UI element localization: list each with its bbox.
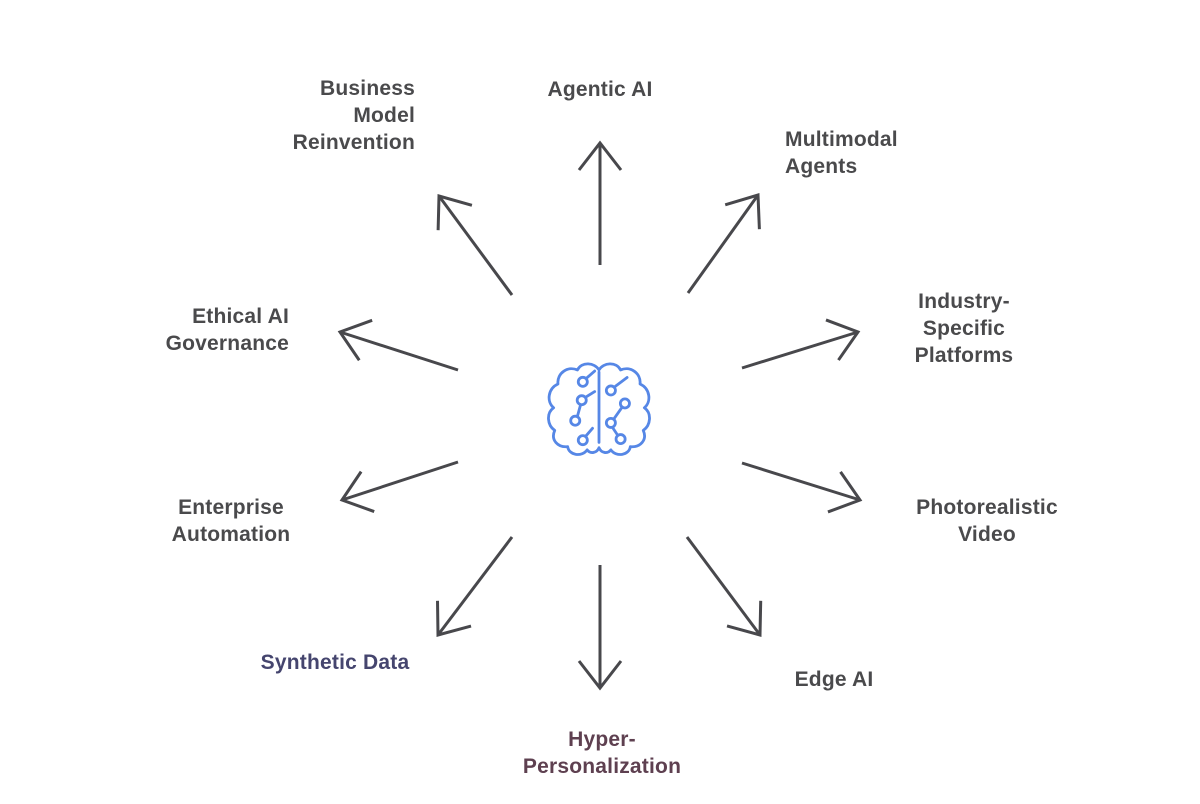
label-line: Reinvention (292, 131, 415, 154)
arrow-edge-ai (685, 536, 763, 637)
label-line: Agentic AI (547, 78, 653, 101)
label-line: Synthetic Data (260, 651, 410, 674)
label-enterprise-automation: Enterprise Automation (106, 494, 356, 548)
arrow-group (337, 140, 863, 691)
arrow-industry-specific-platforms (741, 318, 861, 370)
label-line: Edge AI (794, 668, 874, 691)
label-line: Business (320, 77, 415, 100)
arrow-synthetic-data (436, 536, 514, 637)
brain-circuit-icon (547, 362, 651, 456)
label-line: Personalization (522, 755, 682, 778)
label-business-model-reinvention: Business Model Reinvention (293, 75, 415, 156)
label-line: Industry- (918, 290, 1010, 313)
label-line: Hyper- (568, 728, 636, 751)
label-line: Agents (785, 155, 858, 178)
arrow-photorealistic-video (741, 461, 863, 514)
label-agentic-ai: Agentic AI (500, 76, 700, 103)
label-line: Governance (165, 332, 289, 355)
brain-outline (547, 362, 651, 456)
arrow-business-model-reinvention (436, 194, 514, 296)
label-line: Ethical AI (192, 305, 289, 328)
label-line: Photorealistic (916, 496, 1058, 519)
label-line: Video (958, 523, 1016, 546)
label-line: Model (353, 104, 415, 127)
arrow-enterprise-automation (339, 460, 459, 513)
label-industry-specific-platforms: Industry- Specific Platforms (864, 288, 1064, 369)
label-synthetic-data: Synthetic Data (210, 649, 460, 676)
label-line: Multimodal (785, 128, 898, 151)
label-photorealistic-video: Photorealistic Video (862, 494, 1112, 548)
label-multimodal-agents: Multimodal Agents (785, 126, 898, 180)
label-line: Enterprise (178, 496, 284, 519)
label-ethical-ai-governance: Ethical AI Governance (166, 303, 289, 357)
arrow-multimodal-agents (686, 193, 761, 294)
label-line: Specific (922, 317, 1006, 340)
label-line: Automation (171, 523, 291, 546)
arrow-ethical-ai-governance (337, 318, 459, 372)
label-line: Platforms (914, 344, 1014, 367)
label-hyper-personalization: Hyper- Personalization (477, 726, 727, 780)
label-edge-ai: Edge AI (759, 666, 909, 693)
